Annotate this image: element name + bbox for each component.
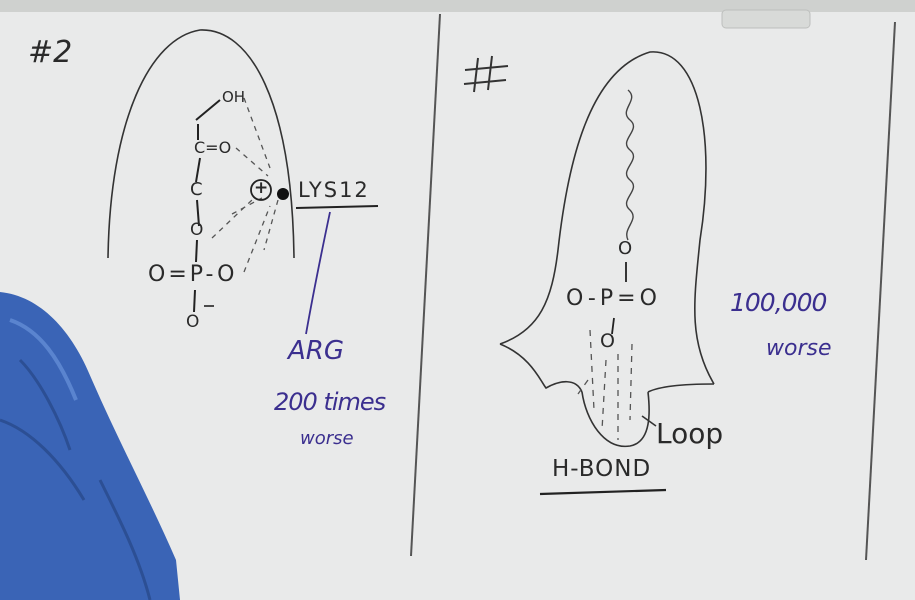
panel-divider-right [865, 21, 896, 561]
lys-dot [277, 188, 289, 200]
phosphate-right: O-P=O [566, 286, 661, 311]
worse-label-left: worse [300, 428, 354, 449]
oxygen-top-right: O [618, 238, 633, 259]
pocket-outline-left [107, 29, 295, 259]
chain-bonds [193, 99, 221, 313]
panel-divider-left [410, 13, 441, 557]
loop-label: Loop [656, 417, 724, 450]
squiggle-chain [625, 89, 635, 241]
lys-underline [295, 205, 379, 209]
board-top-frame [0, 0, 915, 12]
carbonyl-label: C=O [194, 138, 232, 157]
carbon-label: C [190, 179, 203, 200]
shirt-highlight [9, 318, 78, 401]
hash-mark [463, 55, 509, 93]
loop-outline [499, 343, 715, 448]
chain-bonds-right [611, 262, 627, 335]
arg-label: ARG [288, 336, 344, 366]
dashed-interactions [211, 97, 279, 273]
phosphate-left: O=P-O [148, 262, 238, 287]
worse-label-right: worse [766, 336, 832, 361]
positive-charge-circle [250, 179, 272, 201]
panel-number-2: #2 [28, 35, 73, 70]
hbond-label: H-BOND [552, 456, 652, 482]
marker-tray [721, 9, 811, 29]
person-shirt [0, 292, 180, 600]
loop-pointer [641, 415, 657, 427]
hbond-dashes [577, 329, 633, 440]
shirt-shading [0, 358, 152, 600]
times-label: 200 times [274, 388, 386, 416]
oxygen-label: O [190, 220, 204, 240]
hbond-underline [539, 488, 667, 496]
oh-label: OH [222, 88, 246, 106]
oxygen-bottom: O [186, 312, 200, 332]
oxygen-below-right: O [600, 330, 615, 352]
arg-pointer-line [305, 211, 331, 335]
plus-sign: + [254, 178, 269, 198]
lys12-label: LYS12 [298, 178, 370, 202]
pocket-outline-right [499, 51, 715, 385]
value-100000: 100,000 [730, 288, 827, 317]
